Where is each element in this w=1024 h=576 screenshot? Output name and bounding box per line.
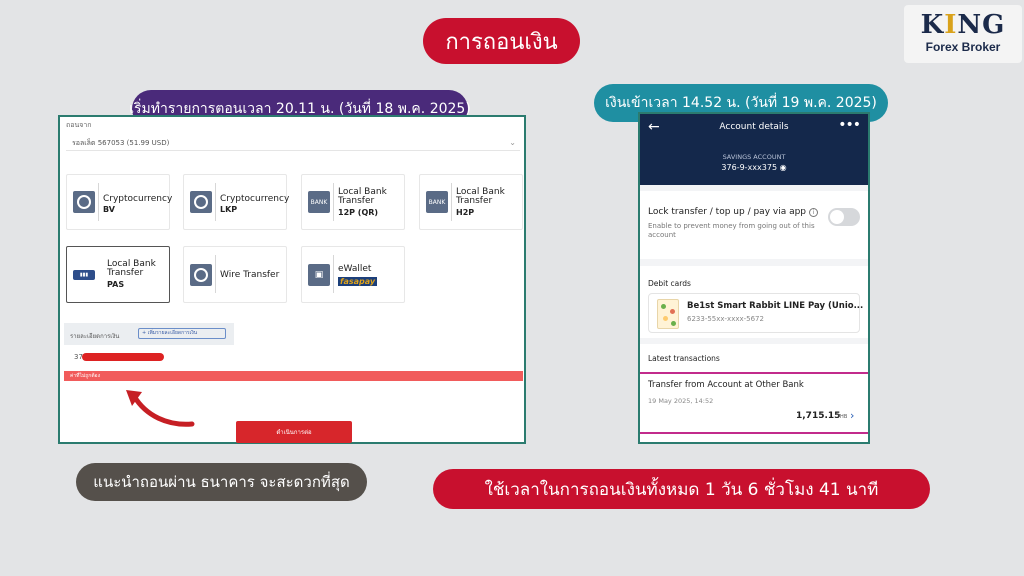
- method-bank-h2p[interactable]: BANK Local Bank Transfer H2P: [419, 174, 523, 230]
- error-message: ค่าที่ไม่ถูกต้อง: [64, 371, 523, 381]
- add-finance-detail-button[interactable]: + เพิ่มรายละเอียดการเงิน: [138, 328, 226, 339]
- account-select-value: รอลเล็ต 567053 (51.99 USD): [72, 139, 170, 147]
- finance-detail-tab[interactable]: รายละเอียดการเงิน + เพิ่มรายละเอียดการเง…: [64, 323, 234, 345]
- latest-transactions-section: Latest transactions Transfer from Accoun…: [640, 344, 868, 442]
- more-menu-icon[interactable]: •••: [838, 117, 861, 133]
- card-name: Be1st Smart Rabbit LINE Pay (Unio...: [687, 301, 864, 311]
- bank-card-icon: ▮▮▮: [73, 269, 95, 280]
- bank-icon: BANK: [308, 191, 330, 213]
- globe-icon: [190, 263, 212, 286]
- debit-card-item[interactable]: Be1st Smart Rabbit LINE Pay (Unio... 623…: [648, 293, 864, 333]
- method-bank-pas[interactable]: ▮▮▮ Local Bank Transfer PAS: [66, 246, 170, 303]
- screen-title: Account details: [719, 122, 789, 132]
- account-number: 376-9-xxx375 ◉: [721, 163, 787, 172]
- logo-wordmark: KING: [920, 10, 1006, 40]
- transaction-amount: 1,715.15: [796, 411, 841, 421]
- card-image: [657, 299, 679, 329]
- total-time-label: ใช้เวลาในการถอนเงินทั้งหมด 1 วัน 6 ชั่วโ…: [433, 469, 930, 509]
- debit-cards-section: Debit cards Be1st Smart Rabbit LINE Pay …: [640, 266, 868, 338]
- lock-transfer-description: Enable to prevent money from going out o…: [648, 222, 815, 239]
- advice-label: แนะนำถอนผ่าน ธนาคาร จะสะดวกที่สุด: [76, 463, 367, 501]
- method-wire-transfer[interactable]: Wire Transfer: [183, 246, 287, 303]
- back-arrow-icon[interactable]: ←: [648, 119, 660, 135]
- bank-app-screen: ← Account details ••• SAVINGS ACCOUNT 37…: [638, 112, 870, 444]
- transaction-name: Transfer from Account at Other Bank: [648, 380, 804, 390]
- method-ewallet[interactable]: ▣ eWallet fasapay: [301, 246, 405, 303]
- wallet-icon: ▣: [308, 263, 330, 286]
- info-icon[interactable]: i: [809, 208, 818, 217]
- method-bank-12p-qr[interactable]: BANK Local Bank Transfer 12P (QR): [301, 174, 405, 230]
- transaction-item[interactable]: Transfer from Account at Other Bank 19 M…: [640, 372, 868, 434]
- globe-icon: [190, 191, 212, 213]
- lock-transfer-toggle[interactable]: [828, 208, 860, 226]
- transaction-currency: THB: [837, 414, 848, 420]
- method-crypto-bv[interactable]: Cryptocurrency BV: [66, 174, 172, 230]
- account-number-prefix: 37: [74, 353, 83, 361]
- redacted-account-number: [82, 353, 164, 361]
- method-crypto-lkp[interactable]: Cryptocurrency LKP: [183, 174, 289, 230]
- debit-cards-title: Debit cards: [648, 279, 691, 288]
- account-header: ← Account details ••• SAVINGS ACCOUNT 37…: [640, 114, 868, 185]
- logo-subtitle: Forex Broker: [925, 40, 1001, 54]
- chevron-right-icon: ›: [850, 409, 855, 422]
- arrow-icon: [126, 390, 195, 427]
- account-select[interactable]: รอลเล็ต 567053 (51.99 USD) ⌄: [66, 135, 520, 151]
- bank-icon: BANK: [426, 191, 448, 213]
- withdraw-form-panel: ถอนจาก รอลเล็ต 567053 (51.99 USD) ⌄ Cryp…: [58, 115, 526, 444]
- finance-detail-label: รายละเอียดการเงิน: [70, 333, 120, 340]
- lock-transfer-card: Lock transfer / top up / pay via app i E…: [640, 191, 868, 259]
- king-forex-logo: KING Forex Broker: [904, 5, 1022, 63]
- chevron-down-icon: ⌄: [509, 138, 516, 147]
- card-number: 6233-55xx-xxxx-5672: [687, 315, 764, 323]
- globe-icon: [73, 191, 95, 213]
- account-type: SAVINGS ACCOUNT: [722, 153, 786, 161]
- lock-transfer-title: Lock transfer / top up / pay via app: [648, 207, 807, 217]
- latest-transactions-title: Latest transactions: [648, 354, 720, 363]
- page-title: การถอนเงิน: [423, 18, 580, 64]
- from-label: ถอนจาก: [66, 121, 92, 129]
- transaction-date: 19 May 2025, 14:52: [648, 397, 714, 405]
- continue-button[interactable]: ดำเนินการต่อ: [236, 421, 352, 443]
